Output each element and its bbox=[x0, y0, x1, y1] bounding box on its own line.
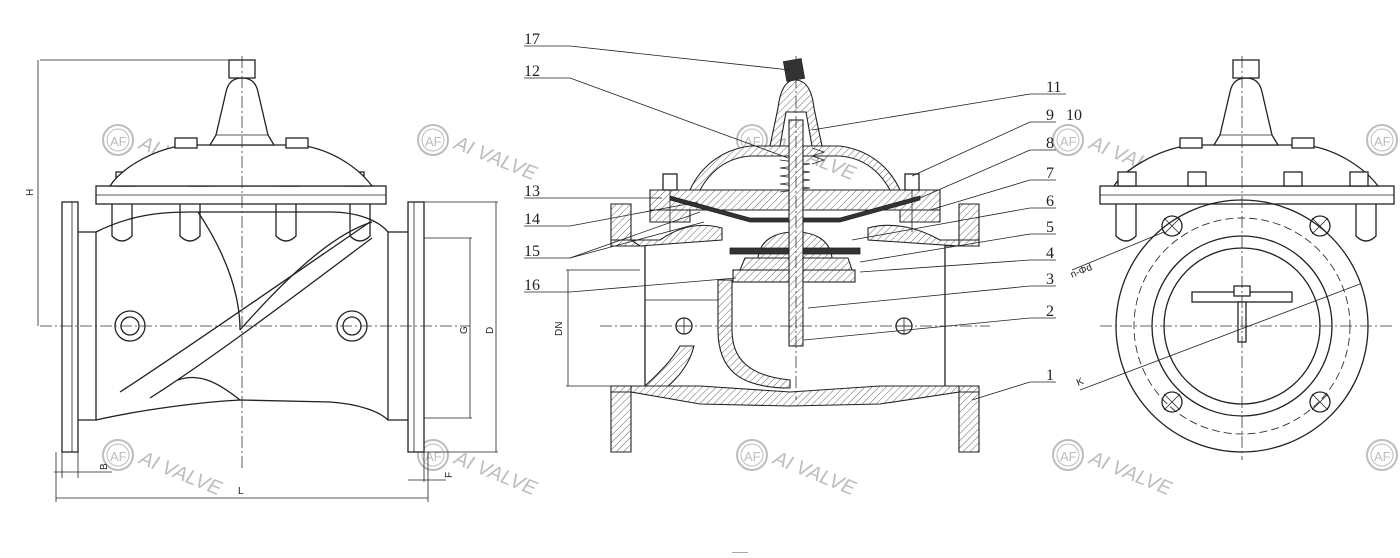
watermark-text: AI VALVE bbox=[1085, 447, 1175, 501]
center-bonnet-dome bbox=[689, 145, 901, 191]
right-bolt-hole bbox=[1309, 391, 1331, 413]
dim-g-label: G bbox=[459, 326, 470, 334]
callout-12: 12 bbox=[524, 63, 540, 80]
watermark-logo: AF bbox=[1374, 449, 1391, 464]
callout-8: 8 bbox=[1046, 135, 1054, 152]
callout-leaders bbox=[524, 45, 1066, 401]
right-bolt-hole bbox=[1161, 391, 1183, 413]
dim-bolt-holes-label: n-Φd bbox=[1069, 262, 1094, 281]
callout-10: 10 bbox=[1066, 107, 1082, 124]
right-end-view: n-Φd K bbox=[1069, 56, 1395, 460]
watermark: AF AI VALVE bbox=[1052, 439, 1175, 501]
watermark-text: AI VALVE bbox=[450, 132, 540, 186]
watermark-logo: AF bbox=[425, 449, 442, 464]
watermark-text: AI VALVE bbox=[450, 447, 540, 501]
callout-2: 2 bbox=[1046, 303, 1054, 320]
watermark-logo: AF bbox=[110, 134, 127, 149]
callout-6: 6 bbox=[1046, 193, 1054, 210]
watermark-logo: AF bbox=[1374, 134, 1391, 149]
watermark: AF AI VALVE bbox=[417, 439, 540, 501]
watermark: AF AI VALVE bbox=[417, 124, 540, 186]
callout-14: 14 bbox=[524, 211, 540, 228]
watermark-logo: AF bbox=[425, 134, 442, 149]
callout-9: 9 bbox=[1046, 107, 1054, 124]
center-spring-housing bbox=[769, 79, 823, 147]
watermark: AF AI VALVE bbox=[736, 439, 859, 501]
callout-5: 5 bbox=[1046, 219, 1054, 236]
center-section-view: DN 17 12 13 14 15 16 bbox=[524, 31, 1082, 554]
center-body-top-wall bbox=[629, 224, 723, 247]
callout-17: 17 bbox=[524, 31, 540, 48]
center-diaphragm bbox=[669, 195, 921, 223]
watermark: AF AI VALVE bbox=[102, 439, 225, 501]
dim-b-label: B bbox=[99, 463, 110, 470]
watermark: AF bbox=[1366, 439, 1398, 471]
callout-4: 4 bbox=[1046, 245, 1054, 262]
callout-13: 13 bbox=[524, 183, 540, 200]
watermark-text: AI VALVE bbox=[769, 447, 859, 501]
watermark: AF bbox=[1366, 124, 1398, 156]
watermark-logo: AF bbox=[1060, 449, 1077, 464]
watermark-logo: AF bbox=[110, 449, 127, 464]
dim-h-label: H bbox=[25, 189, 36, 196]
callout-7: 7 bbox=[1046, 165, 1054, 182]
callout-16: 16 bbox=[524, 277, 540, 294]
dim-k-label: K bbox=[1075, 376, 1086, 389]
left-flange-inlet bbox=[61, 201, 79, 453]
callout-3: 3 bbox=[1046, 271, 1054, 288]
right-bolt-hole bbox=[1309, 215, 1331, 237]
left-valve-body bbox=[95, 211, 389, 421]
dim-f-label: F bbox=[444, 472, 455, 478]
watermark-logo: AF bbox=[1060, 134, 1077, 149]
left-exterior-view: H G D B F L bbox=[25, 56, 498, 502]
center-body-bottom-wall bbox=[630, 385, 960, 407]
center-partition bbox=[717, 279, 791, 389]
dim-l-label: L bbox=[238, 486, 244, 497]
right-bolt-hole bbox=[1161, 215, 1183, 237]
callout-1: 1 bbox=[1046, 367, 1054, 384]
left-flange-outlet bbox=[407, 201, 425, 453]
callout-15: 15 bbox=[524, 243, 540, 260]
watermark-text: AI VALVE bbox=[135, 447, 225, 501]
dim-dn-label: DN bbox=[554, 322, 565, 336]
watermark-logo: AF bbox=[744, 449, 761, 464]
watermark-logo: AF bbox=[744, 134, 761, 149]
dim-d-label: D bbox=[485, 327, 496, 334]
callout-11: 11 bbox=[1046, 79, 1061, 96]
